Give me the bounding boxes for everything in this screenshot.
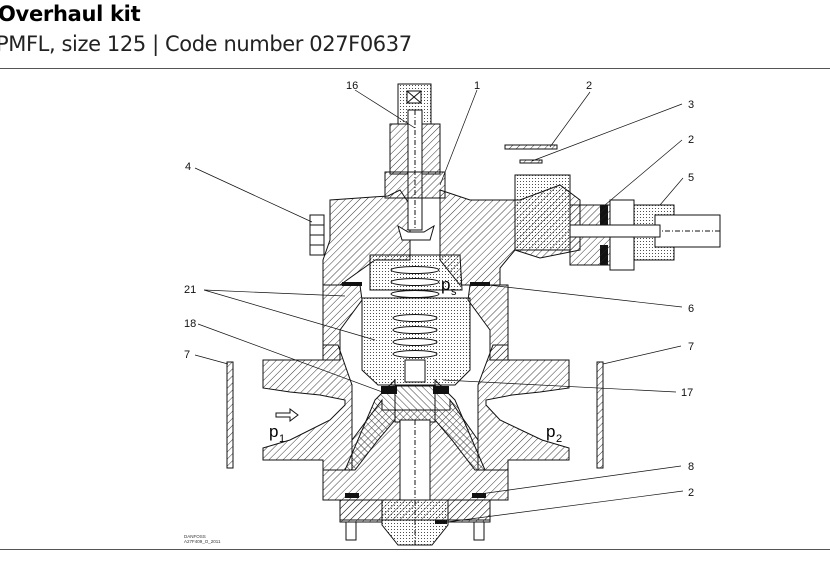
ps-label: p [441,275,450,294]
page-title: Overhaul kit [0,2,141,26]
spring-chamber [361,254,471,423]
p1-label: p [269,422,278,441]
side-plug [309,214,325,256]
callout-17: 17 [681,387,693,399]
callout-6: 6 [688,303,694,315]
footer-divider [0,549,830,550]
page-subtitle: PMFL, size 125 | Code number 027F0637 [0,32,412,56]
header-divider [0,68,830,69]
lower-stem-assembly [339,419,491,546]
right-arrow-icon [275,408,299,422]
stamp-brand: DANFOSS [184,534,206,539]
p2-label: p [546,422,555,441]
ps-subscript: s [451,286,457,298]
callout-labels: 16 1 2 3 2 4 5 21 6 18 7 7 17 8 2 [184,80,694,499]
callout-18: 18 [184,318,196,330]
callout-2: 2 [688,487,694,499]
callout-5: 5 [688,172,694,184]
callout-7: 7 [184,349,190,361]
p1-subscript: 1 [279,433,285,445]
callout-16: 16 [346,80,358,92]
callout-2: 2 [586,80,592,92]
callout-8: 8 [688,461,694,473]
callout-21: 21 [184,284,196,296]
leader-lines [194,89,684,523]
pilot-connection [569,199,721,271]
callout-3: 3 [688,99,694,111]
loose-parts [226,144,604,469]
pressure-labels: p 1 p 2 p s [269,275,562,445]
stamp-code: A27F409_O_2011 [184,539,221,544]
callout-2: 2 [688,134,694,146]
drawing-stamp: DANFOSS A27F409_O_2011 [184,534,221,544]
callout-4: 4 [185,161,191,173]
callout-7: 7 [688,341,694,353]
p2-subscript: 2 [556,433,562,445]
valve-body [262,174,581,521]
callout-1: 1 [474,80,480,92]
top-cap-assembly [384,83,446,241]
